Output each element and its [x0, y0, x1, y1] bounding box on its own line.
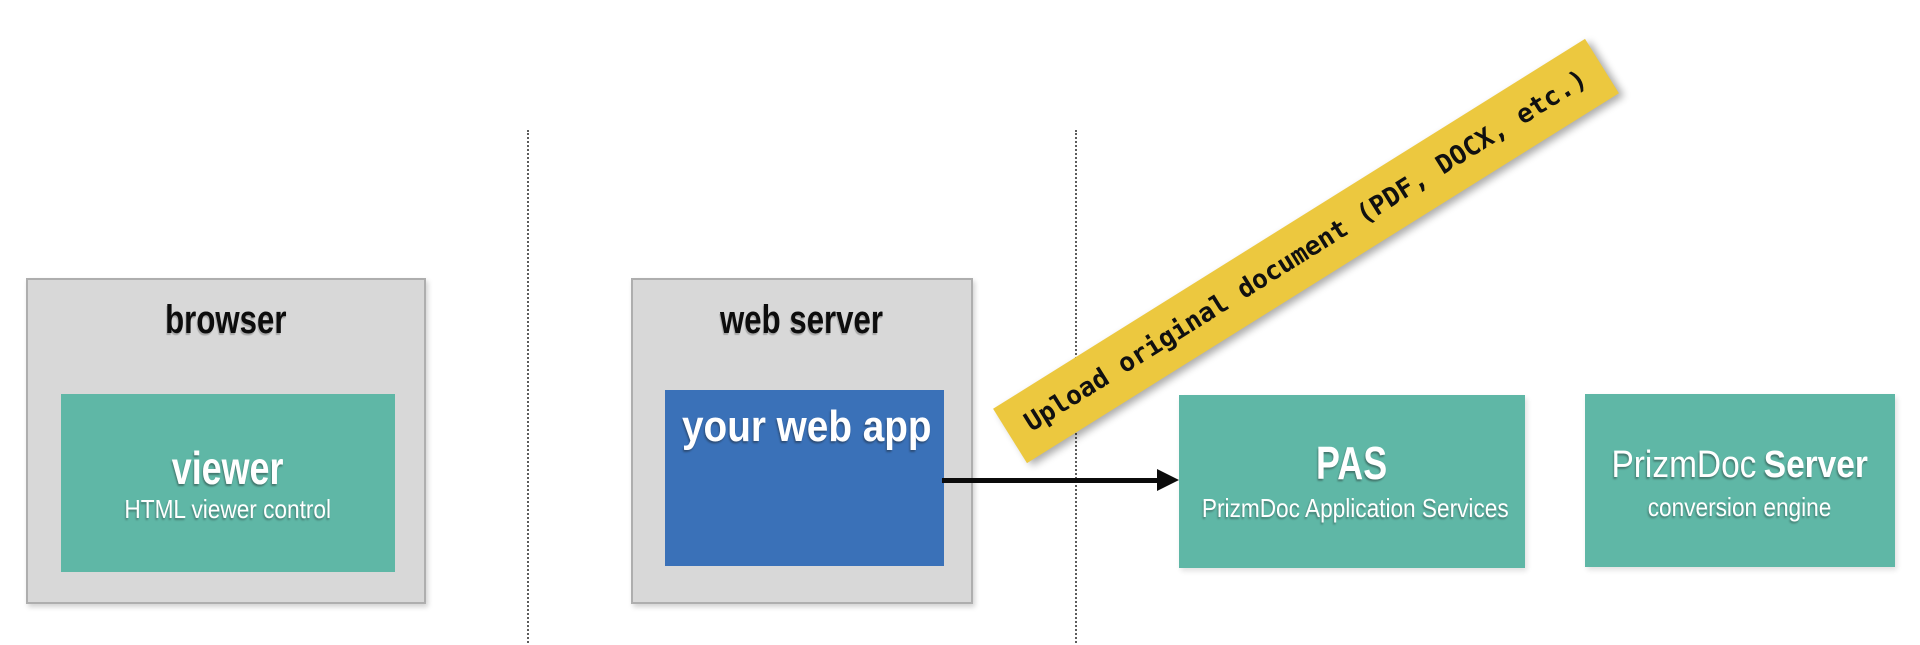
- prizmdoc-server-title-regular: PrizmDoc: [1611, 444, 1757, 486]
- upload-arrow-line: [942, 478, 1158, 483]
- viewer-title: viewer: [172, 442, 284, 494]
- viewer-box: viewer HTML viewer control: [61, 394, 395, 572]
- web-server-title: web server: [633, 298, 971, 343]
- browser-box: browser viewer HTML viewer control: [26, 278, 426, 604]
- prizmdoc-server-subtitle: conversion engine: [1648, 492, 1832, 522]
- web-server-box: web server your web app: [631, 278, 973, 604]
- pas-title: PAS: [1316, 437, 1388, 489]
- pas-subtitle: PrizmDoc Application Services: [1201, 493, 1509, 523]
- prizmdoc-server-title-bold: Server: [1764, 444, 1869, 486]
- upload-arrow-head: [1157, 469, 1179, 491]
- browser-title: browser: [28, 298, 424, 343]
- separator-line-left: [527, 130, 529, 643]
- browser-title-text: browser: [165, 298, 287, 342]
- web-server-title-text: web server: [720, 298, 884, 342]
- your-web-app-title: your web app: [682, 402, 932, 451]
- your-web-app-box: your web app: [665, 390, 944, 566]
- upload-ribbon-label: Upload original document (PDF, DOCX, etc…: [1019, 64, 1593, 438]
- viewer-subtitle: HTML viewer control: [124, 494, 332, 524]
- pas-box: PAS PrizmDoc Application Services: [1179, 395, 1525, 568]
